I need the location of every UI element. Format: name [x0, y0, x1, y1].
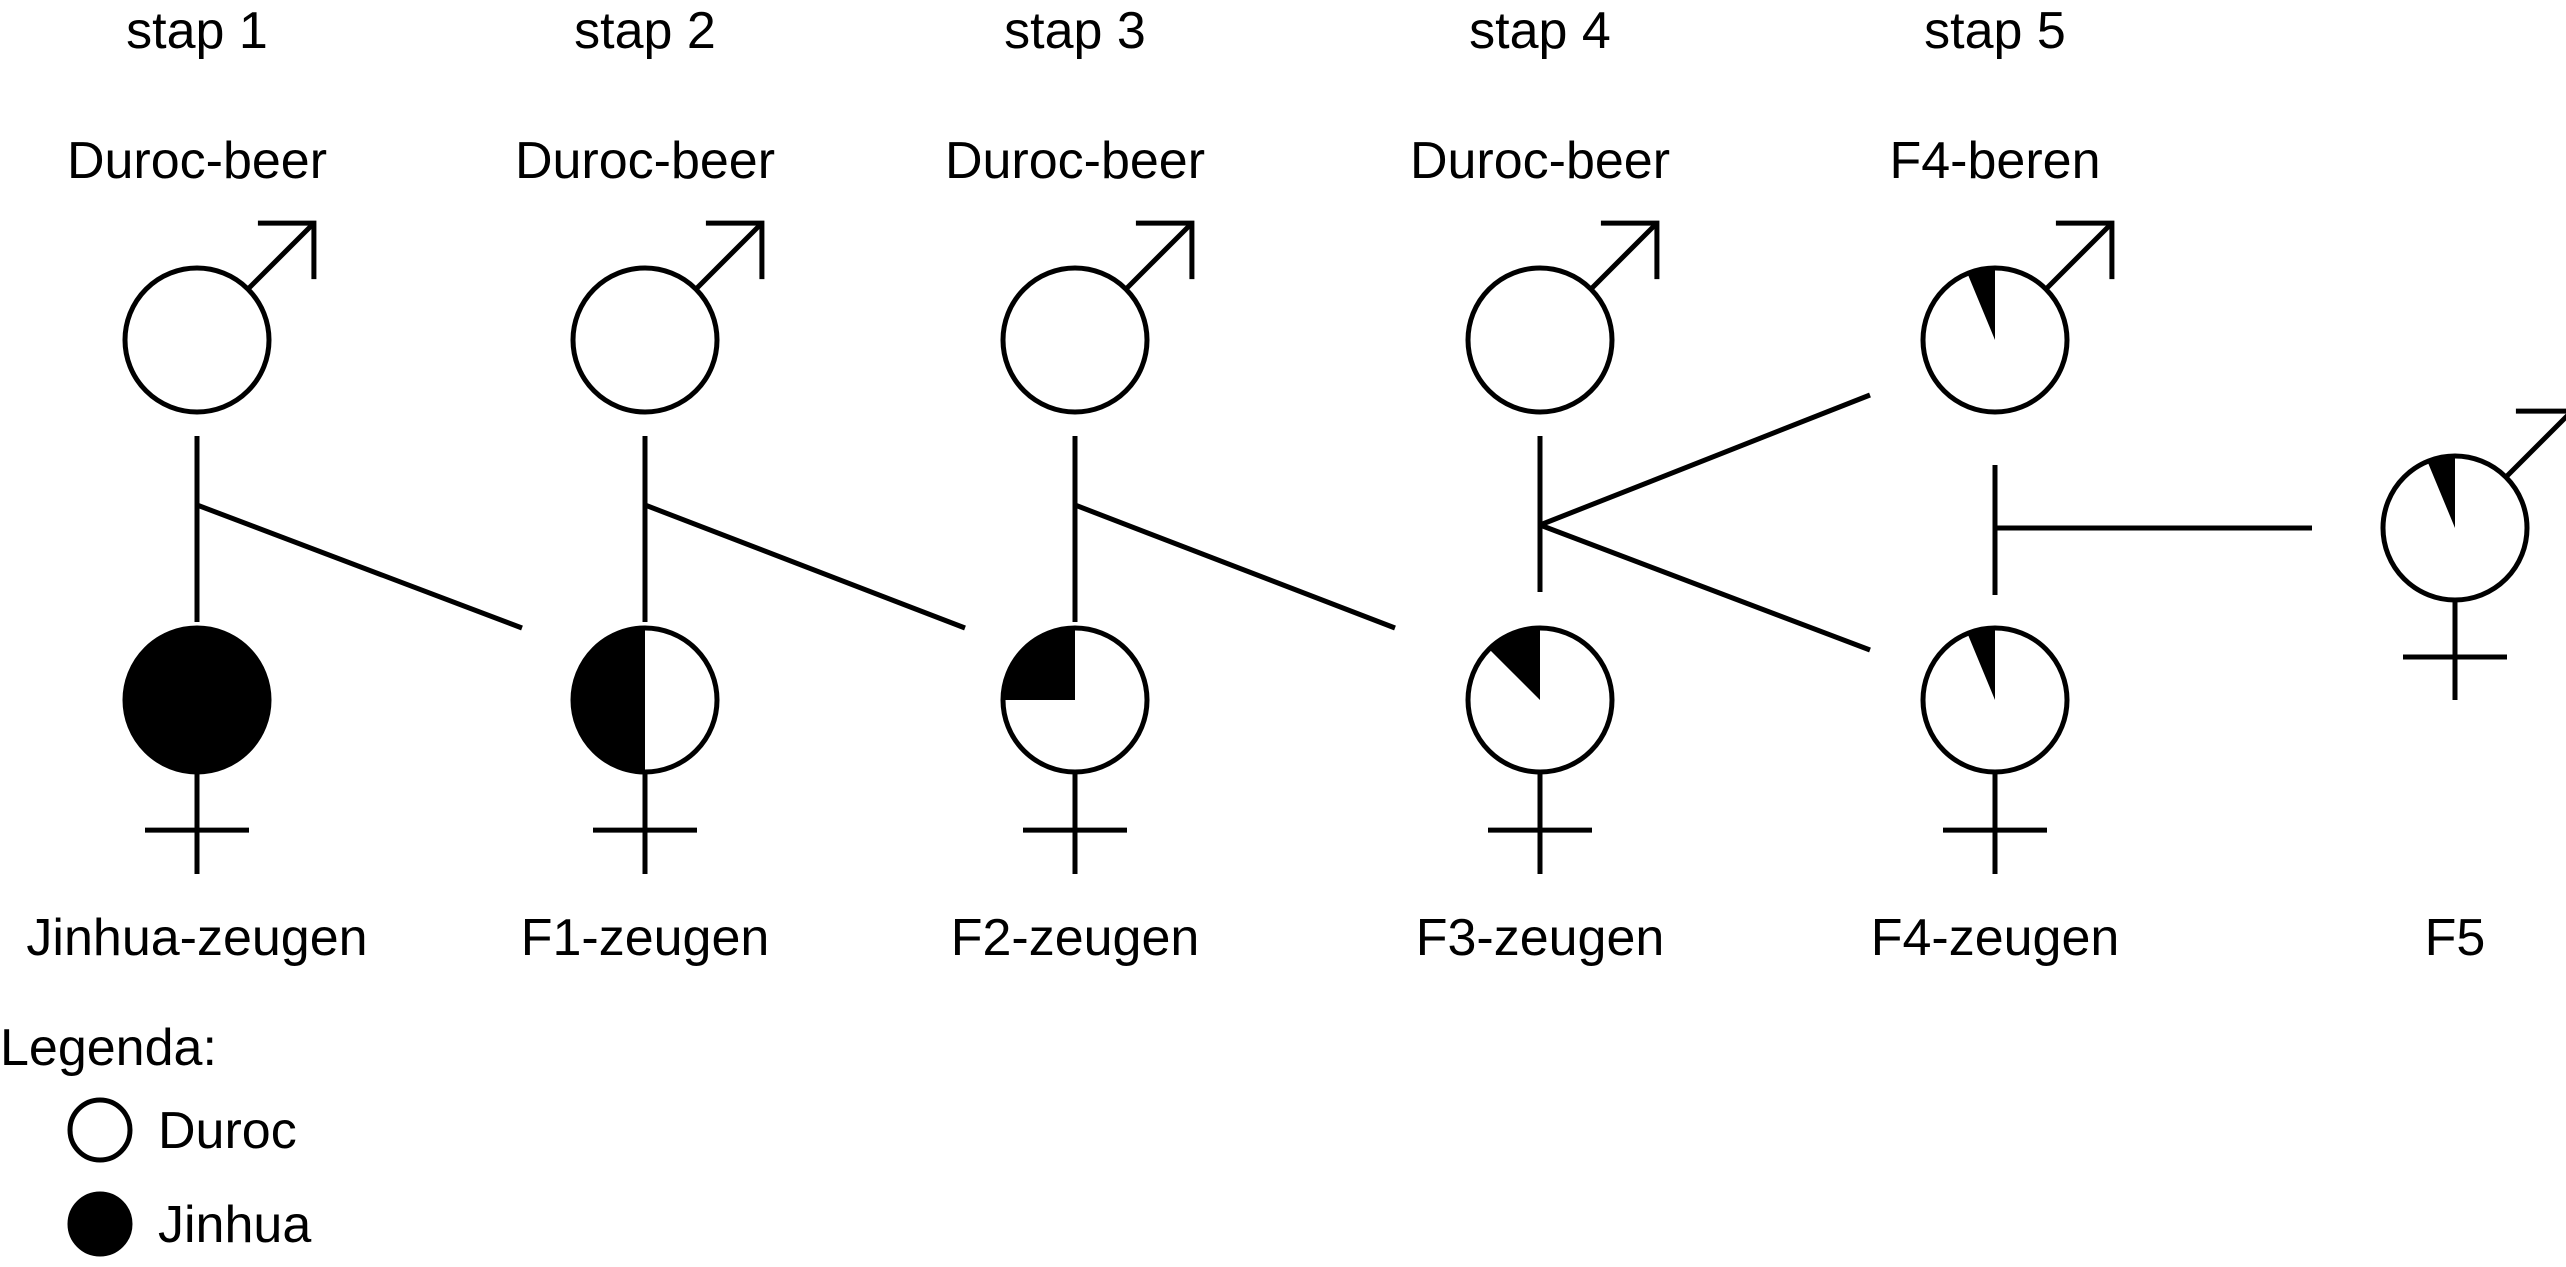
- step-2-male-icon-shaft: [694, 221, 764, 291]
- step-2-male-circle-outline: [570, 265, 720, 415]
- step-5-male-symbol: [1920, 220, 2115, 415]
- step-2-male-icon-head: [705, 220, 765, 280]
- step-1-male-icon-shaft: [246, 221, 316, 291]
- step-1-male-icon: [246, 220, 317, 291]
- step-5-male-circle-outline: [1920, 265, 2070, 415]
- pedigree-symbols: [122, 220, 2566, 874]
- step-1-male-circle-outline: [122, 265, 272, 415]
- step-5-male-label: F4-beren: [1890, 132, 2101, 190]
- step-3-female-symbol: [1000, 625, 1150, 874]
- step-5-female-circle: [1920, 625, 2070, 775]
- step-1-female-icon: [145, 772, 249, 874]
- step-2-female-icon: [593, 772, 697, 874]
- step-3-female-icon: [1023, 772, 1127, 874]
- step-3-label: stap 3: [1004, 2, 1146, 60]
- step-3-male-circle-fill: [1003, 268, 1147, 412]
- step-5-female-label: F4-zeugen: [1871, 909, 2120, 967]
- step-4-male-symbol: [1465, 220, 1660, 415]
- step-4-male-icon-head: [1600, 220, 1660, 280]
- step-2-male-symbol: [570, 220, 765, 415]
- step-2-male-icon: [694, 220, 765, 291]
- step-1-female-label: Jinhua-zeugen: [26, 909, 367, 967]
- step-4-male-circle: [1465, 265, 1615, 415]
- step-5-female-symbol: [1920, 625, 2070, 874]
- step-4-male-icon-shaft: [1589, 221, 1659, 291]
- step-4-male-icon: [1589, 220, 1660, 291]
- step-1-label: stap 1: [126, 2, 268, 60]
- step-2-female-symbol: [570, 625, 720, 874]
- step-3-male-circle: [1000, 265, 1150, 415]
- female-labels: Jinhua-zeugen F1-zeugen F2-zeugen F3-zeu…: [26, 909, 2485, 967]
- step-3-male-symbol: [1000, 220, 1195, 415]
- offspring-label: F5: [2425, 909, 2486, 967]
- step-2-female-circle-jinhua-wedge: [573, 628, 645, 772]
- step-1-female-circle-fill: [125, 628, 269, 772]
- step-4-male-circle-outline: [1465, 265, 1615, 415]
- cross-connector-step-1: [194, 436, 523, 631]
- step-5-label: stap 5: [1924, 2, 2066, 60]
- step-2-female-circle: [570, 625, 720, 775]
- step-2-male-circle-fill: [573, 268, 717, 412]
- step-1-male-symbol: [122, 220, 317, 415]
- step-5-male-icon: [2044, 220, 2115, 291]
- step-1-male-label: Duroc-beer: [67, 132, 327, 190]
- offspring-male-icon-shaft: [2504, 413, 2566, 479]
- offspring-male-icon-head: [2515, 408, 2566, 414]
- step-3-male-icon-shaft: [1124, 221, 1194, 291]
- step-4-female-circle: [1465, 625, 1615, 775]
- offspring-female-icon: [2403, 600, 2507, 700]
- step-3-male-circle-outline: [1000, 265, 1150, 415]
- step-5-male-icon-shaft: [2044, 221, 2114, 291]
- step-2-male-label: Duroc-beer: [515, 132, 775, 190]
- step-5-male-circle: [1920, 265, 2070, 415]
- legend: Legenda: Duroc Jinhua: [0, 1019, 311, 1257]
- legend-jinhua-swatch: [67, 1191, 133, 1257]
- cross-connector-step-4: [1537, 392, 1871, 653]
- step-5-female-circle-jinhua-wedge: [1967, 628, 1995, 700]
- legend-duroc-label: Duroc: [158, 1102, 297, 1160]
- step-3-male-icon: [1124, 220, 1195, 291]
- step-4-female-label: F3-zeugen: [1416, 909, 1665, 967]
- legend-title: Legenda:: [0, 1019, 217, 1077]
- step-3-male-label: Duroc-beer: [945, 132, 1205, 190]
- step-3-female-circle-jinhua-wedge: [1003, 628, 1075, 700]
- offspring-male-icon: [2504, 408, 2566, 479]
- legend-duroc-swatch: [67, 1097, 133, 1163]
- step-4-male-label: Duroc-beer: [1410, 132, 1670, 190]
- offspring-symbol: [2380, 408, 2566, 700]
- step-2-male-circle: [570, 265, 720, 415]
- step-4-female-icon: [1488, 772, 1592, 874]
- step-1-female-symbol: [122, 625, 272, 874]
- step-1-female-circle: [122, 625, 272, 775]
- step-1-male-circle-fill: [125, 268, 269, 412]
- step-3-female-label: F2-zeugen: [951, 909, 1200, 967]
- step-4-female-symbol: [1465, 625, 1615, 874]
- step-4-female-circle-jinhua-wedge: [1489, 628, 1540, 700]
- cross-connector-step-5: [1992, 465, 2312, 595]
- step-3-female-circle: [1000, 625, 1150, 775]
- step-5-male-icon-head: [2055, 220, 2115, 280]
- mating-connectors: [194, 392, 2312, 653]
- step-1-male-icon-head: [257, 220, 317, 280]
- cross-connector-step-3: [1072, 436, 1396, 631]
- step-5-female-icon: [1943, 772, 2047, 874]
- step-3-male-icon-head: [1135, 220, 1195, 280]
- step-4-label: stap 4: [1469, 2, 1611, 60]
- step-2-label: stap 2: [574, 2, 716, 60]
- legend-jinhua-label: Jinhua: [158, 1196, 311, 1254]
- offspring-circle: [2380, 453, 2530, 603]
- offspring-circle-jinhua-wedge: [2427, 456, 2455, 528]
- male-labels: Duroc-beer Duroc-beer Duroc-beer Duroc-b…: [67, 132, 2101, 190]
- cross-connector-step-2: [642, 436, 966, 631]
- step-5-male-circle-jinhua-wedge: [1967, 268, 1995, 340]
- step-headers: stap 1 stap 2 stap 3 stap 4 stap 5: [126, 2, 2066, 60]
- step-4-male-circle-fill: [1468, 268, 1612, 412]
- step-1-male-circle: [122, 265, 272, 415]
- step-2-female-label: F1-zeugen: [521, 909, 770, 967]
